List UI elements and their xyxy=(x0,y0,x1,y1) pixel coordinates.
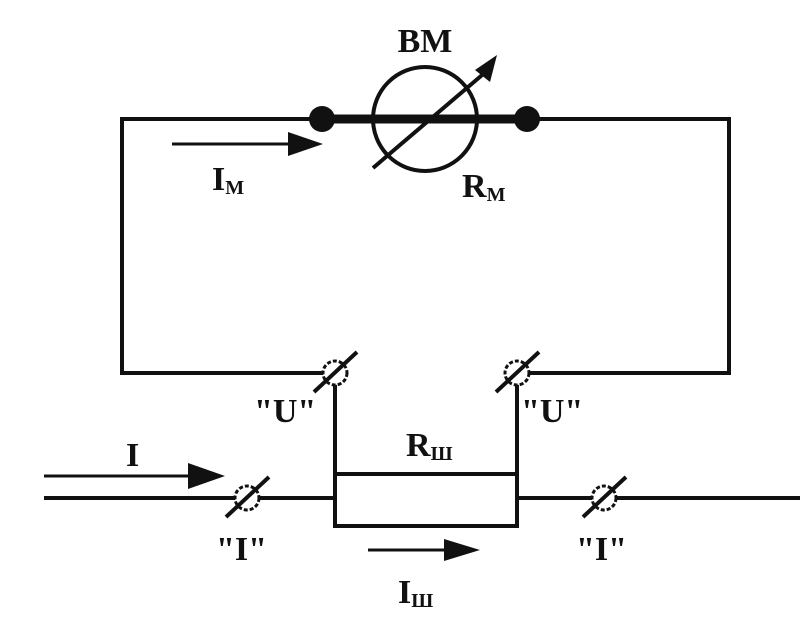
input-current-arrow xyxy=(188,463,225,489)
shunt-resistance-label: RШ xyxy=(406,427,453,465)
current-terminal-left-symbol xyxy=(224,475,271,519)
current-terminal-right-label: "I" xyxy=(576,531,627,568)
meter-resistance-label: RM xyxy=(462,168,506,206)
voltage-terminal-right-symbol xyxy=(494,350,541,394)
current-terminal-left-label: "I" xyxy=(216,531,267,568)
shunt-current-label: IШ xyxy=(398,574,433,612)
shunt-current-arrow xyxy=(368,539,480,561)
current-terminal-right-symbol xyxy=(581,475,628,519)
meter-label: BM xyxy=(398,23,453,60)
meter-current-label: IM xyxy=(212,161,244,199)
shunt-resistor xyxy=(333,472,519,528)
meter-terminal-right-dot xyxy=(514,106,540,132)
meter-symbol xyxy=(371,55,497,173)
input-current-label: I xyxy=(126,437,139,474)
voltage-terminal-right-label: "U" xyxy=(521,393,583,430)
voltage-terminal-left-label: "U" xyxy=(254,393,316,430)
main-line-wires xyxy=(44,474,800,500)
voltage-terminal-left-symbol xyxy=(312,350,359,394)
meter-current-arrow xyxy=(172,132,323,156)
meter-terminal-left-dot xyxy=(309,106,335,132)
meter-loop-wires xyxy=(120,117,731,500)
